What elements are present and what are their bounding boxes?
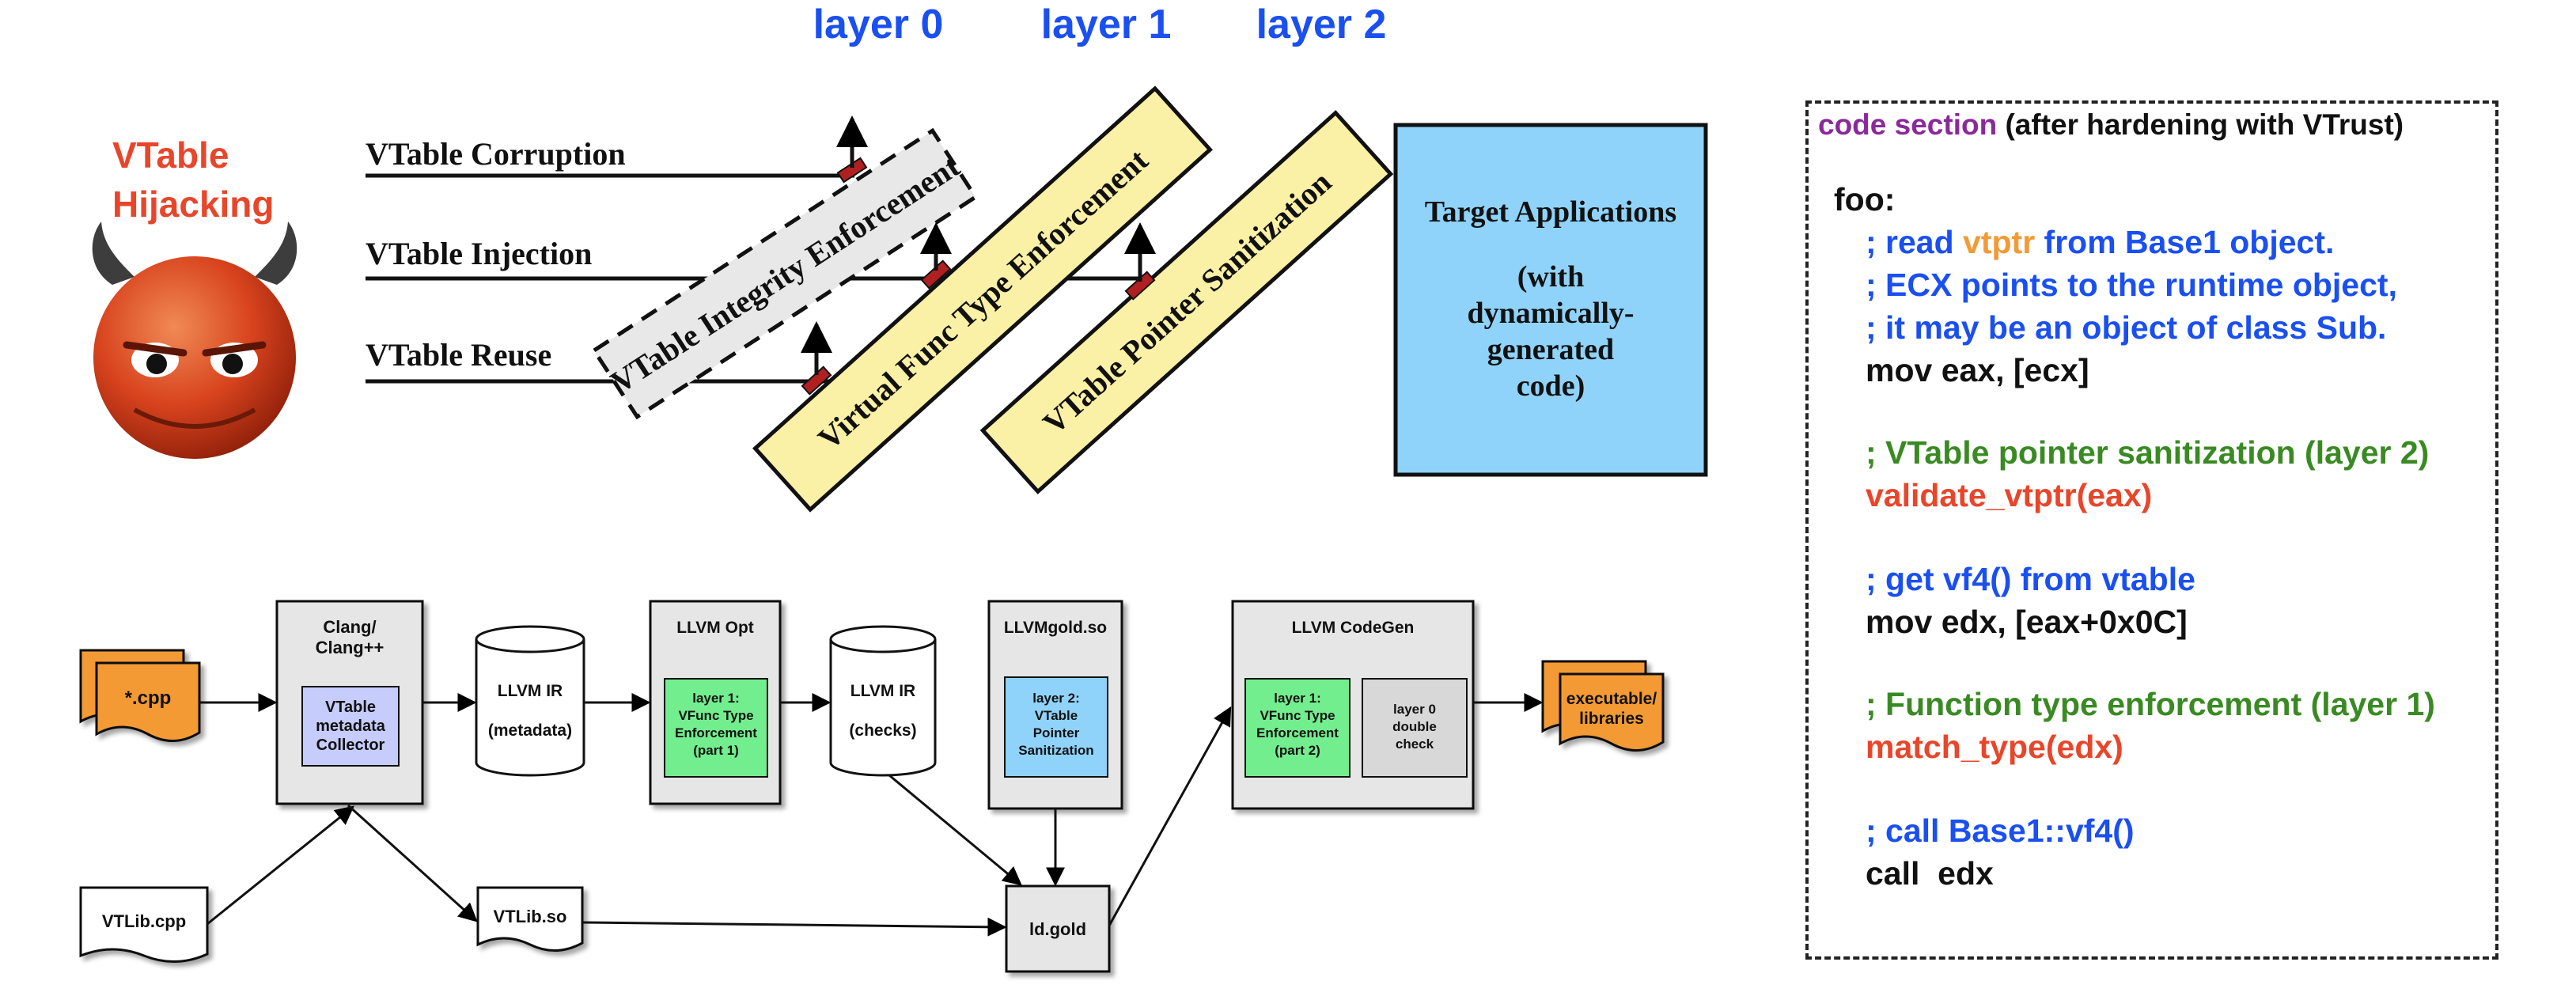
exe-label-1: executable/ bbox=[1566, 690, 1657, 708]
code-comment-ecx: ; ECX points to the runtime object, bbox=[1866, 267, 2397, 303]
code-call-match: match_type(edx) bbox=[1866, 729, 2123, 765]
code-comment-sanitize: ; VTable pointer sanitization (layer 2) bbox=[1866, 434, 2430, 471]
attack-corruption-label: VTable Corruption bbox=[366, 136, 626, 172]
code-comment-functype: ; Function type enforcement (layer 1) bbox=[1866, 686, 2435, 722]
cg-inner-4: (part 2) bbox=[1275, 743, 1320, 758]
cg-inner-3: Enforcement bbox=[1256, 725, 1339, 740]
attack-title-line2: Hijacking bbox=[112, 184, 275, 225]
code-comment-call-vf4: ; call Base1::vf4() bbox=[1866, 812, 2135, 849]
target-line5: code) bbox=[1517, 369, 1585, 403]
layer-2-label: layer 2 bbox=[1256, 2, 1387, 47]
code-header-section: code section bbox=[1818, 108, 1998, 141]
block-markers bbox=[801, 116, 1156, 396]
cg-check-2: double bbox=[1392, 719, 1437, 734]
clang-box: Clang/ Clang++ VTable metadata Collector bbox=[275, 600, 424, 805]
layer-1-label: layer 1 bbox=[1041, 2, 1172, 47]
gold-inner-1: layer 2: bbox=[1032, 691, 1080, 706]
cpp-file-icon bbox=[79, 649, 201, 742]
target-line3: dynamically- bbox=[1467, 297, 1634, 330]
code-call-validate: validate_vtptr(eax) bbox=[1866, 477, 2153, 513]
gold-inner-4: Sanitization bbox=[1018, 743, 1093, 758]
code-instr-call-edx: call edx bbox=[1866, 855, 1994, 892]
code-foo-label: foo: bbox=[1834, 181, 1896, 218]
llvm-codegen-box: LLVM CodeGen layer 1: VFunc Type Enforce… bbox=[1231, 600, 1475, 810]
llvm-ir-metadata-cylinder: LLVM IR (metadata) bbox=[475, 625, 585, 777]
vtlib-so-label: VTLib.so bbox=[494, 907, 567, 926]
code-comment-sub: ; it may be an object of class Sub. bbox=[1866, 309, 2387, 346]
collector-1: VTable bbox=[325, 699, 376, 716]
vtlib-cpp-file bbox=[79, 886, 209, 963]
target-line4: generated bbox=[1487, 333, 1614, 366]
code-comment-read-c: from Base1 object. bbox=[2035, 224, 2335, 260]
gold-inner-2: VTable bbox=[1035, 708, 1078, 723]
llvm-opt-box: LLVM Opt layer 1: VFunc Type Enforcement… bbox=[649, 600, 782, 805]
clang-title-1: Clang/ bbox=[323, 617, 376, 637]
code-header: code section (after hardening with VTrus… bbox=[1818, 108, 2404, 142]
target-line1: Target Applications bbox=[1425, 195, 1676, 229]
exe-label-2: libraries bbox=[1579, 710, 1644, 728]
cg-inner-2: VFunc Type bbox=[1260, 708, 1335, 723]
gold-title: LLVMgold.so bbox=[1004, 619, 1107, 637]
opt-inner-4: (part 1) bbox=[693, 743, 739, 758]
collector-3: Collector bbox=[316, 737, 385, 754]
opt-title: LLVM Opt bbox=[676, 619, 754, 637]
llvm-ir-checks-cylinder: LLVM IR (checks) bbox=[829, 625, 937, 777]
code-header-rest: (after hardening with VTrust) bbox=[1997, 108, 2404, 141]
code-comment-get-vf4: ; get vf4() from vtable bbox=[1866, 561, 2195, 597]
collector-2: metadata bbox=[316, 718, 386, 735]
code-comment-read: ; read vtptr from Base1 object. bbox=[1866, 224, 2334, 261]
executable-file-icon bbox=[1541, 660, 1665, 752]
ldgold-box: ld.gold bbox=[1005, 884, 1111, 973]
cg-check-1: layer 0 bbox=[1393, 702, 1436, 717]
attack-injection-label: VTable Injection bbox=[366, 236, 592, 271]
ir2-label-b: (checks) bbox=[849, 721, 916, 740]
layer-0-label: layer 0 bbox=[813, 2, 944, 47]
opt-inner-1: layer 1: bbox=[692, 691, 740, 706]
clang-title-2: Clang++ bbox=[316, 638, 385, 657]
ir1-label-a: LLVM IR bbox=[498, 682, 563, 700]
pipeline-arrows bbox=[199, 693, 1544, 937]
target-line2: (with bbox=[1517, 260, 1584, 293]
opt-inner-3: Enforcement bbox=[675, 725, 757, 740]
code-comment-read-a: ; read bbox=[1866, 224, 1964, 260]
gold-inner-3: Pointer bbox=[1033, 725, 1080, 740]
code-instr-mov-edx: mov edx, [eax+0x0C] bbox=[1866, 604, 2188, 640]
target-applications-box: Target Applications (with dynamically- g… bbox=[1393, 123, 1708, 477]
llvmgold-box: LLVMgold.so layer 2: VTable Pointer Sani… bbox=[987, 600, 1123, 810]
vtlib-so-file bbox=[476, 886, 584, 952]
attack-title-line1: VTable bbox=[112, 134, 229, 176]
vtlib-cpp-label: VTLib.cpp bbox=[102, 911, 186, 931]
cg-inner-1: layer 1: bbox=[1274, 691, 1321, 706]
code-instr-mov-eax: mov eax, [ecx] bbox=[1866, 352, 2089, 388]
attack-reuse-label: VTable Reuse bbox=[366, 337, 551, 373]
devil-icon bbox=[92, 222, 297, 459]
ir2-label-a: LLVM IR bbox=[850, 682, 915, 700]
code-section-panel: code section (after hardening with VTrus… bbox=[1805, 100, 2498, 960]
ldgold-label: ld.gold bbox=[1029, 919, 1086, 939]
code-comment-read-vtptr: vtptr bbox=[1963, 224, 2036, 260]
codegen-title: LLVM CodeGen bbox=[1292, 619, 1415, 637]
cg-check-3: check bbox=[1396, 737, 1434, 752]
ir1-label-b: (metadata) bbox=[488, 721, 572, 740]
cpp-file-label: *.cpp bbox=[125, 687, 172, 709]
opt-inner-2: VFunc Type bbox=[678, 708, 753, 723]
